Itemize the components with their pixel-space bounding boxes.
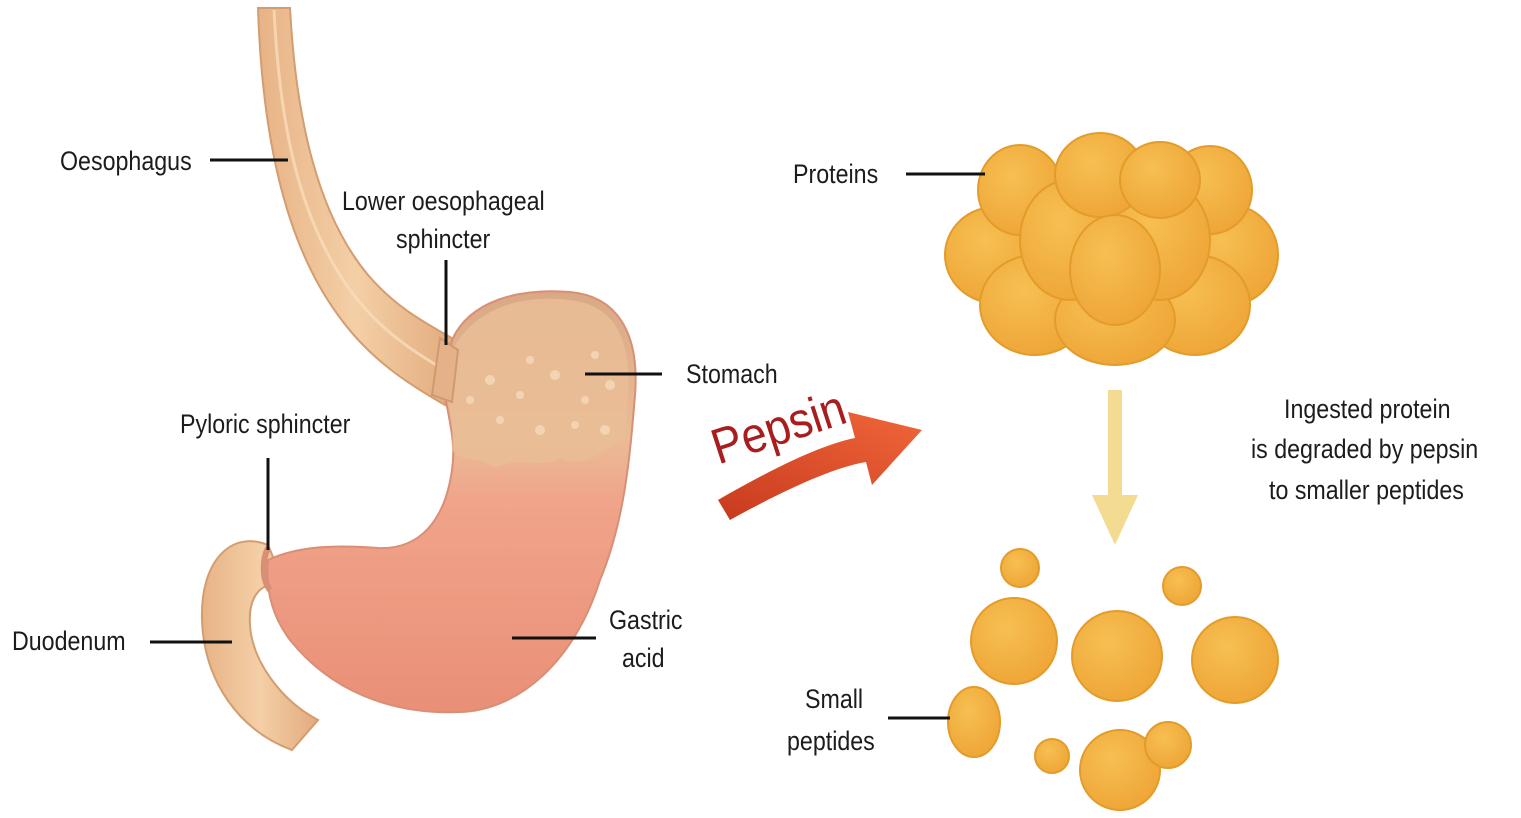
caption-line3: to smaller peptides — [1269, 471, 1464, 509]
pyloric-sphincter-label: Pyloric sphincter — [180, 405, 350, 443]
small-peptides-label-line2: peptides — [787, 722, 875, 760]
proteins-label: Proteins — [793, 155, 878, 193]
oesophagus-label: Oesophagus — [60, 142, 192, 180]
protein-cluster — [945, 133, 1278, 365]
caption-line2: is degraded by pepsin — [1251, 430, 1478, 468]
stomach-texture — [447, 299, 628, 468]
small-peptides-label-line1: Small — [805, 680, 863, 718]
down-arrow — [1092, 390, 1138, 545]
lower-sphincter-label-line2: sphincter — [396, 220, 490, 258]
gastric-acid-label-line1: Gastric — [609, 601, 683, 639]
caption-line1: Ingested protein — [1284, 390, 1451, 428]
gastric-acid-label-line2: acid — [622, 639, 665, 677]
lower-sphincter-label-line1: Lower oesophageal — [342, 182, 545, 220]
duodenum-label: Duodenum — [12, 622, 126, 660]
peptide-blobs — [948, 549, 1278, 810]
stomach-label: Stomach — [686, 355, 778, 393]
